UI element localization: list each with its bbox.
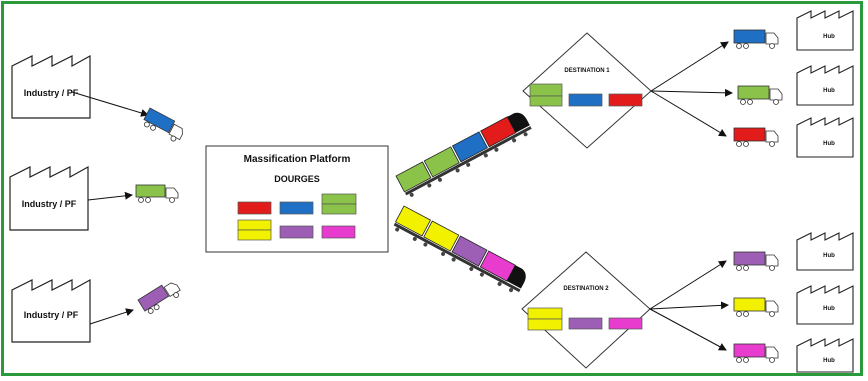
destination-label: DESTINATION 2: [563, 286, 609, 292]
factory-icon: [796, 65, 854, 106]
factory-icon: [796, 232, 854, 271]
destination-label: DESTINATION 1: [564, 68, 610, 74]
platform-title: Massification Platform: [244, 154, 351, 165]
factory-label: Industry / PF: [24, 88, 79, 98]
truck-icon-green: [737, 85, 783, 105]
hub-3: Hub: [796, 117, 854, 158]
factory-2: Industry / PF: [9, 165, 89, 231]
hub-label: Hub: [823, 141, 835, 147]
hub-label: Hub: [823, 253, 835, 259]
arrow-factory-2: [87, 191, 133, 201]
freight-train-icon-lower: [393, 205, 526, 293]
hub-label: Hub: [823, 88, 835, 94]
hub-6: Hub: [796, 338, 854, 373]
hub-label: Hub: [823, 34, 835, 40]
arrow-dest1-hub1: [650, 41, 729, 92]
factory-icon: [796, 285, 854, 325]
freight-train-icon-upper: [395, 112, 532, 197]
truck-icon-red: [733, 127, 779, 147]
hub-5: Hub: [796, 285, 854, 325]
factory-3: Industry / PF: [11, 278, 91, 343]
arrow-dest1-hub3: [650, 90, 727, 137]
factory-icon: [11, 278, 91, 343]
truck-icon-green: [135, 184, 179, 203]
hub-4: Hub: [796, 232, 854, 271]
destination-1: DESTINATION 1: [522, 32, 652, 149]
factory-1: Industry / PF: [11, 54, 91, 119]
factory-label: Industry / PF: [24, 310, 79, 320]
arrow-dest1-hub2: [650, 88, 733, 97]
hub-label: Hub: [823, 306, 835, 312]
diagram-frame: [1, 1, 863, 376]
arrow-dest2-hub6: [649, 308, 727, 351]
arrow-dest2-hub4: [649, 260, 727, 310]
arrow-factory-3: [89, 308, 134, 325]
destination-2: DESTINATION 2: [521, 251, 651, 369]
factory-icon: [796, 10, 854, 51]
factory-label: Industry / PF: [22, 199, 77, 209]
hub-1: Hub: [796, 10, 854, 51]
container-box-icon: [237, 193, 357, 241]
arrow-dest2-hub5: [649, 301, 729, 310]
truck-icon-blue: [733, 29, 779, 49]
factory-icon: [11, 54, 91, 119]
truck-icon-purple: [733, 251, 779, 271]
platform-subtitle: DOURGES: [274, 174, 320, 184]
factory-icon: [796, 338, 854, 373]
hub-2: Hub: [796, 65, 854, 106]
arrow-factory-1: [71, 91, 149, 117]
truck-icon-pink: [733, 343, 779, 363]
truck-icon-purple: [137, 282, 181, 314]
truck-icon-yellow: [733, 297, 779, 317]
hub-label: Hub: [823, 358, 835, 364]
massification-platform: Massification Platform DOURGES: [205, 145, 389, 253]
factory-icon: [9, 165, 89, 231]
factory-icon: [796, 117, 854, 158]
truck-icon-blue: [143, 107, 183, 142]
